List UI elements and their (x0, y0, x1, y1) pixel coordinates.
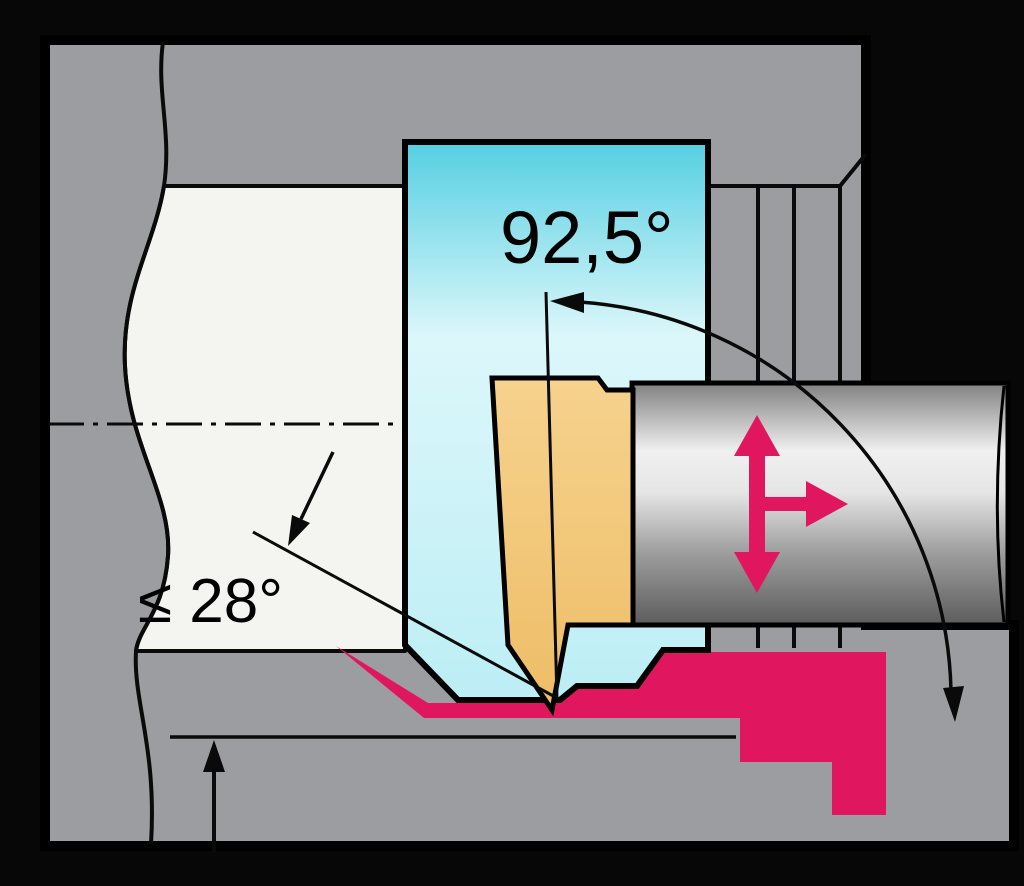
lead-angle-arc-line (579, 300, 953, 691)
bore-chamfer-line (838, 152, 868, 188)
lead-angle-arc (550, 292, 964, 722)
cutting-insert (489, 375, 636, 717)
tool-shank-end-line (995, 385, 1006, 623)
chip-highlight (336, 646, 886, 815)
ramp-angle-label: ≤ 28° (138, 567, 283, 636)
lead-angle-label: 92,5° (500, 196, 674, 279)
vertical-feed-arrow (734, 415, 780, 593)
arc-arrowhead-end (943, 686, 964, 722)
ramp-angle-line (252, 530, 558, 700)
ramp-arrow-stem (299, 451, 335, 520)
horizontal-feed-arrow (765, 481, 848, 527)
break-line (122, 41, 171, 845)
ramp-angle-annotation (252, 451, 558, 700)
ramp-arrowhead (288, 515, 310, 546)
lead-angle-line (544, 291, 559, 701)
feed-arrows (734, 415, 848, 593)
surface-arrowhead (203, 740, 225, 772)
surface-arrow (203, 740, 225, 852)
arc-arrowhead-start (550, 292, 584, 313)
